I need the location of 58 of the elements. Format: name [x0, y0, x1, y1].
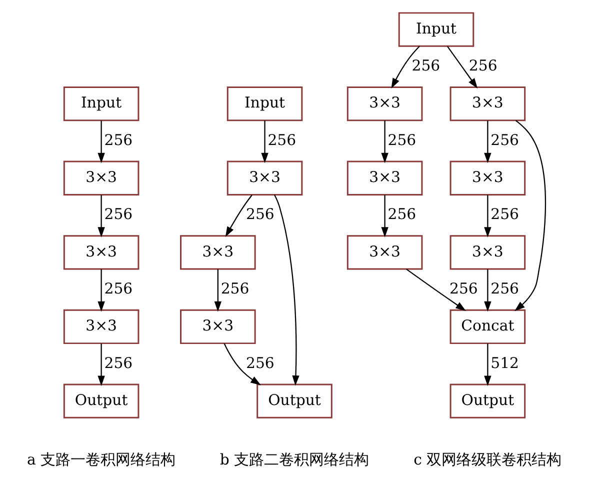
node-box: 3×3 — [63, 160, 140, 196]
node-box: 3×3 — [450, 86, 526, 122]
edge-label: 256 — [268, 130, 296, 149]
label: c 双网络级联卷积结构 — [414, 450, 562, 468]
node-box: 3×3 — [346, 160, 423, 196]
edge-label: 256 — [388, 130, 416, 149]
arrow — [484, 269, 492, 312]
arrow — [484, 194, 492, 238]
edge-label: 512 — [490, 354, 520, 372]
node-box: 3×3 — [450, 160, 526, 196]
arrow — [446, 46, 478, 88]
edge-label: 256 — [246, 205, 274, 224]
node-box: 3×3 — [346, 86, 423, 122]
arrow — [484, 344, 492, 386]
node-box: 3×3 — [180, 309, 256, 344]
arrow — [381, 120, 388, 164]
edge-label: 256 — [220, 279, 250, 298]
edge-label: 256 — [412, 56, 440, 75]
node-box: Input — [226, 86, 303, 122]
arrow — [224, 343, 261, 386]
edge-label: 256 — [104, 205, 133, 224]
node-box: Output — [63, 384, 140, 418]
arrow — [406, 268, 466, 311]
node-box: Output — [256, 384, 332, 418]
arrow — [98, 269, 105, 312]
arrow — [391, 46, 420, 88]
arrow — [214, 269, 222, 312]
edge-label: 256 — [468, 56, 498, 75]
node-box: 3×3 — [63, 235, 140, 270]
arrow — [225, 194, 252, 237]
edge-label: 256 — [246, 354, 274, 372]
edge-label: 256 — [490, 279, 520, 298]
arrow — [98, 120, 105, 164]
node-box: Input — [398, 12, 474, 47]
node-box: 3×3 — [226, 160, 303, 196]
edge-label: 256 — [490, 205, 520, 224]
node-box: Input — [63, 86, 140, 122]
node-box: Output — [450, 384, 526, 418]
label: a 支路一卷积网络结构 — [27, 450, 176, 468]
arrow — [261, 120, 268, 164]
arrow — [514, 120, 546, 312]
edge-label: 256 — [450, 279, 478, 298]
node-box: Concat — [450, 309, 526, 344]
edge-label: 256 — [490, 130, 520, 149]
edge-label: 256 — [388, 205, 416, 224]
arrow — [98, 194, 105, 238]
edge-label: 256 — [104, 130, 133, 149]
node-box: 3×3 — [180, 235, 256, 270]
edge-label: 256 — [104, 279, 133, 298]
edge-label: 256 — [104, 354, 133, 372]
arrow — [484, 120, 492, 164]
node-box: 3×3 — [346, 235, 423, 270]
arrow — [381, 194, 388, 238]
label: b 支路二卷积网络结构 — [220, 450, 370, 468]
arrow — [98, 344, 105, 386]
node-box: 3×3 — [450, 235, 526, 270]
arrow — [274, 194, 300, 386]
node-box: 3×3 — [63, 309, 140, 344]
